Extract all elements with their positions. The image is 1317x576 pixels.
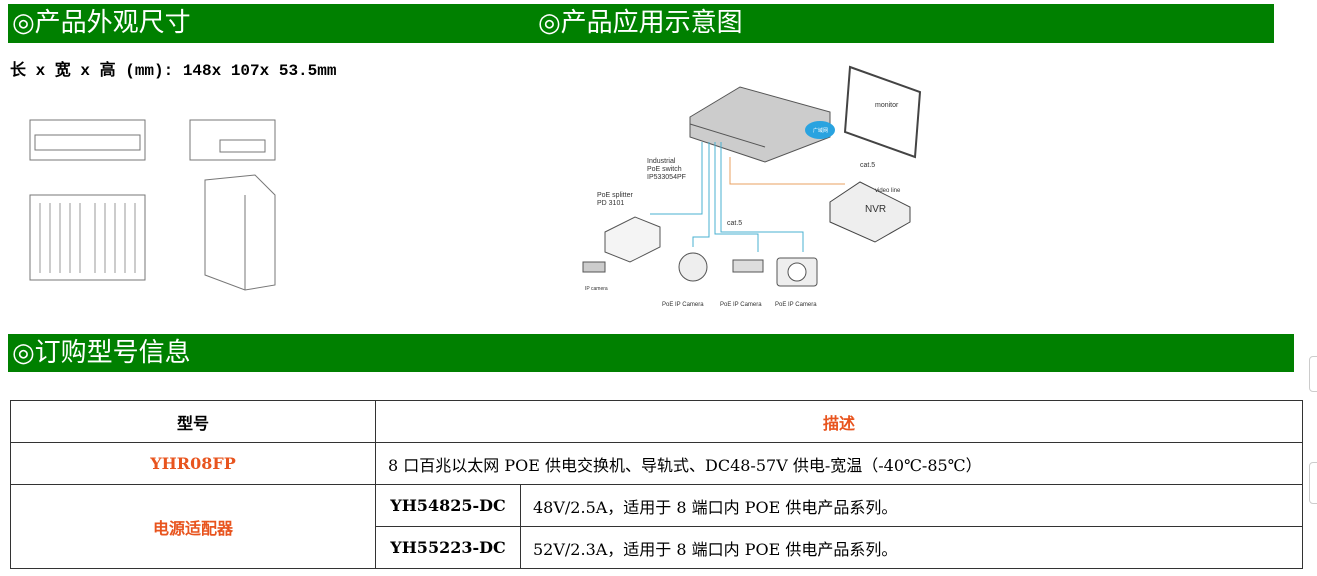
- video-line-label: video line: [875, 188, 901, 194]
- side-widget-button[interactable]: [1309, 462, 1317, 504]
- adapter-label-cell: 电源适配器: [10, 484, 376, 569]
- section-header-ordering: ◎订购型号信息: [8, 334, 1294, 372]
- table-row: YHR08FP 8 口百兆以太网 POE 供电交换机、导轨式、DC48-57V …: [10, 442, 1303, 485]
- monitor-label: monitor: [875, 102, 899, 109]
- cloud-label: 广域网: [813, 127, 828, 134]
- adapter-description-cell: 52V/2.3A，适用于 8 端口内 POE 供电产品系列。: [520, 526, 1303, 569]
- application-diagram: 广域网 monitor NVR video line cat.5 Industr…: [582, 65, 922, 308]
- side-widget-button[interactable]: [1309, 356, 1317, 392]
- ordering-table: 型号 描述 YHR08FP 8 口百兆以太网 POE 供电交换机、导轨式、DC4…: [10, 400, 1303, 569]
- adapter-description-cell: 48V/2.5A，适用于 8 端口内 POE 供电产品系列。: [520, 484, 1303, 527]
- header-description: 描述: [375, 400, 1303, 443]
- switch-label-2: PoE switch: [647, 166, 682, 173]
- table-row: 电源适配器 YH54825-DC 48V/2.5A，适用于 8 端口内 POE …: [10, 484, 1303, 569]
- cat5-label: cat.5: [727, 220, 742, 227]
- switch-label-1: Industrial: [647, 158, 676, 165]
- adapter-model-cell: YH55223-DC: [375, 526, 521, 569]
- nvr-label: NVR: [865, 204, 886, 215]
- dimensions-title: ◎产品外观尺寸: [12, 8, 191, 38]
- header-model: 型号: [10, 400, 376, 443]
- switch-label-3: IP533054PF: [647, 174, 686, 181]
- poe-camera-label-1: PoE IP Camera: [662, 302, 704, 308]
- splitter-label-1: PoE splitter: [597, 192, 633, 199]
- dimensions-text: 长 x 宽 x 高 (mm): 148x 107x 53.5mm: [10, 62, 337, 80]
- table-row: YH55223-DC 52V/2.3A，适用于 8 端口内 POE 供电产品系列…: [11, 526, 1303, 569]
- ip-camera-label: IP camera: [585, 286, 608, 292]
- model-cell: YHR08FP: [10, 442, 376, 485]
- adapter-model-cell: YH54825-DC: [375, 484, 521, 527]
- section-header-dimensions: ◎产品外观尺寸 ◎产品应用示意图: [8, 4, 1274, 43]
- poe-camera-label-3: PoE IP Camera: [775, 302, 817, 308]
- product-drawings: [29, 119, 276, 291]
- table-header-row: 型号 描述: [10, 400, 1303, 443]
- cat5-label-top: cat.5: [860, 162, 875, 169]
- splitter-label-2: PD 3101: [597, 200, 624, 207]
- description-cell: 8 口百兆以太网 POE 供电交换机、导轨式、DC48-57V 供电-宽温（-4…: [375, 442, 1303, 485]
- poe-camera-label-2: PoE IP Camera: [720, 302, 762, 308]
- application-title: ◎产品应用示意图: [538, 8, 743, 38]
